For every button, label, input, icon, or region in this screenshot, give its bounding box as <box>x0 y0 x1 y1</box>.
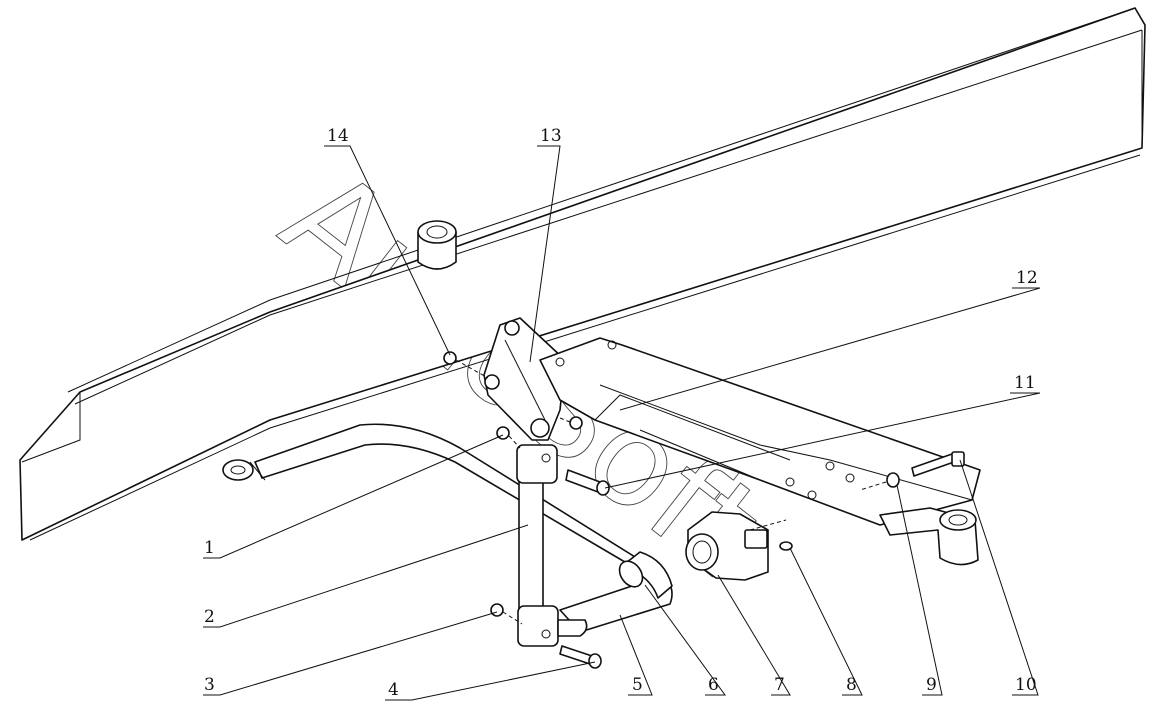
rear-bushing <box>222 459 254 481</box>
washers <box>779 472 900 551</box>
upper-bracket <box>483 317 566 441</box>
stabilizer-bushing <box>618 551 673 599</box>
nut-3 <box>490 603 504 617</box>
callout-7: 7 <box>774 675 785 695</box>
callout-3: 3 <box>204 675 215 695</box>
upper-bushing <box>417 220 457 270</box>
assembly-axes <box>455 359 887 625</box>
bolt-4 <box>559 645 602 669</box>
stabilizer-link <box>516 444 588 647</box>
nut-14 <box>443 351 457 365</box>
callout-10: 10 <box>1015 675 1037 695</box>
frame-rail <box>19 7 1146 541</box>
callout-13: 13 <box>540 126 562 146</box>
mounting-ear <box>879 507 979 566</box>
callout-4: 4 <box>388 680 399 700</box>
washer-8 <box>779 541 793 551</box>
callout-14: 14 <box>327 126 349 146</box>
leader-lines <box>203 145 1041 701</box>
callout-11: 11 <box>1014 373 1036 393</box>
bolt-10 <box>911 451 965 477</box>
bolt-11 <box>565 469 610 496</box>
callout-6: 6 <box>708 675 719 695</box>
callout-8: 8 <box>846 675 857 695</box>
callout-1: 1 <box>204 538 215 558</box>
callout-2: 2 <box>204 607 215 627</box>
callout-labels: 1 2 3 4 5 6 7 8 9 10 11 12 13 14 <box>204 126 1038 700</box>
clamp <box>685 511 769 581</box>
callout-9: 9 <box>926 675 937 695</box>
washer-9 <box>886 472 900 488</box>
nut-bracket <box>569 416 583 430</box>
callout-5: 5 <box>632 675 643 695</box>
callout-12: 12 <box>1016 268 1038 288</box>
